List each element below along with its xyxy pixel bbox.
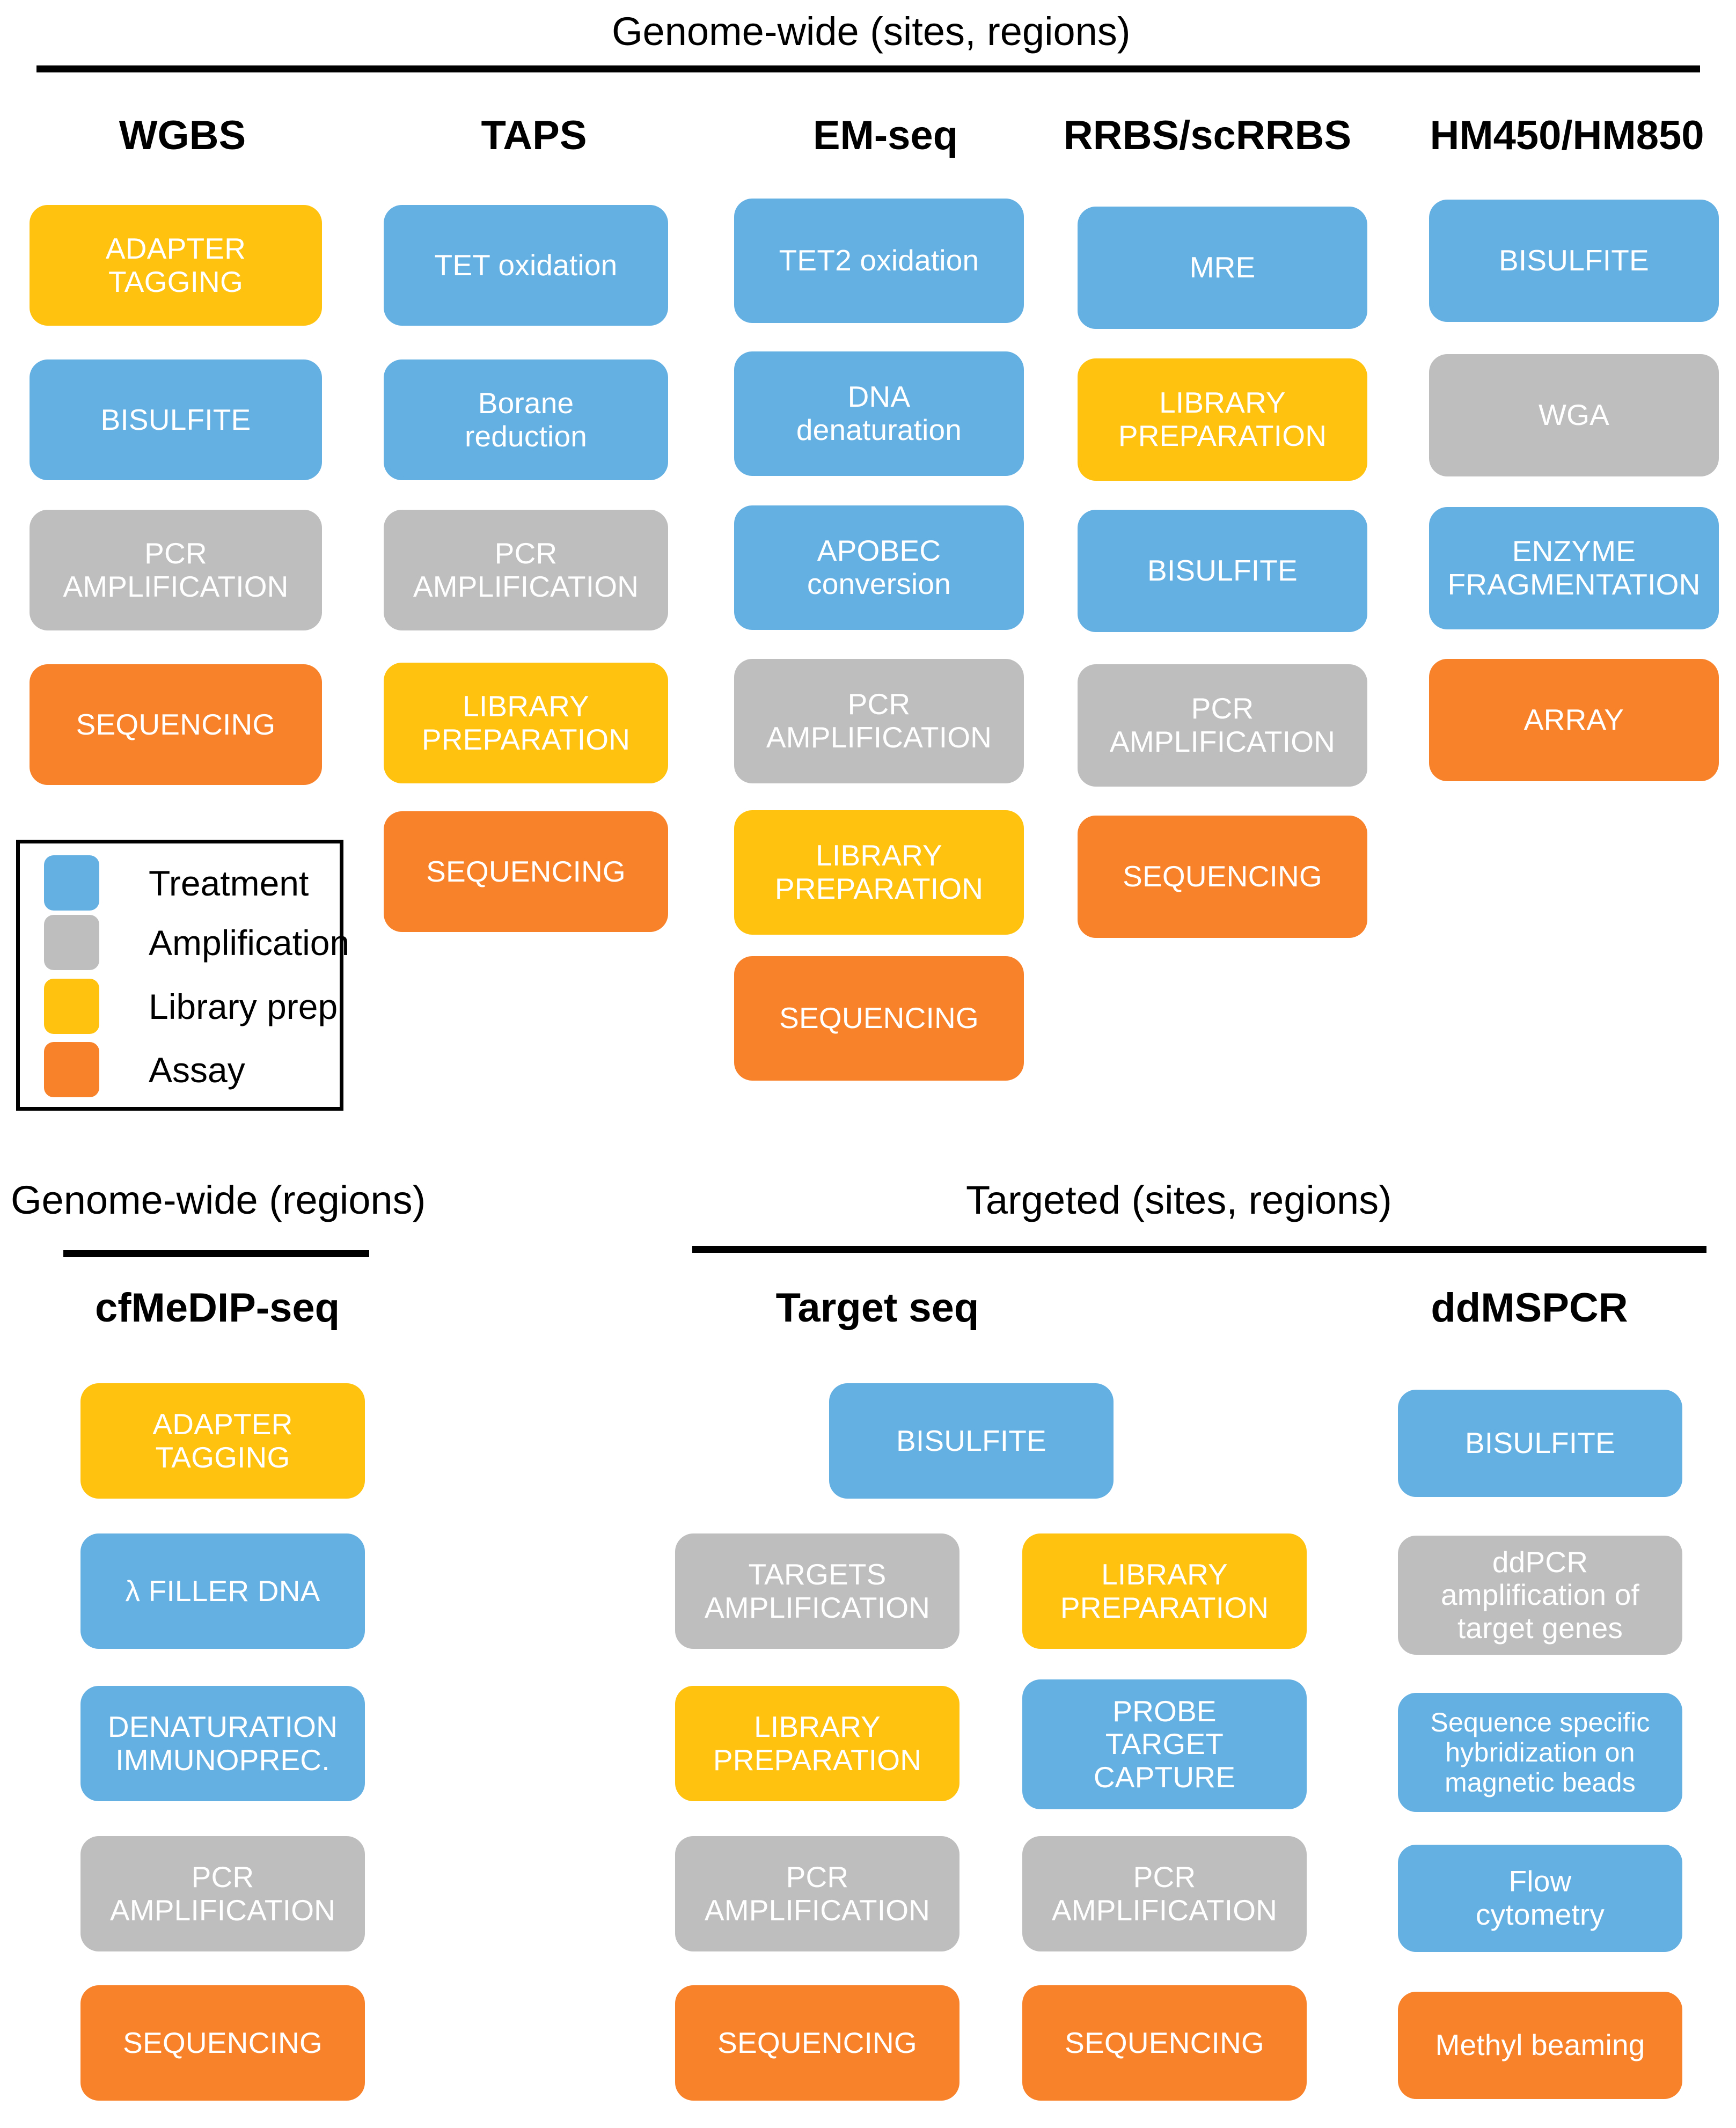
step-box-wgbs-3[interactable]: SEQUENCING (30, 664, 322, 785)
step-box-ddmspcr-4[interactable]: Methyl beaming (1398, 1992, 1682, 2099)
step-box-target-seq-right-3[interactable]: SEQUENCING (1022, 1985, 1307, 2101)
legend-item-library: Library prep (44, 979, 338, 1034)
section-rule-top (36, 65, 1700, 72)
step-box-rrbs-3[interactable]: PCR AMPLIFICATION (1078, 664, 1367, 787)
legend-item-amplification: Amplification (44, 915, 349, 970)
legend-swatch-library (44, 979, 99, 1034)
step-box-hm450-3[interactable]: ARRAY (1429, 659, 1719, 781)
column-title-emseq: EM-seq (812, 113, 958, 158)
step-box-ddmspcr-1[interactable]: ddPCR amplification of target genes (1398, 1536, 1682, 1655)
legend-label-library: Library prep (149, 986, 338, 1026)
step-box-taps-0[interactable]: TET oxidation (384, 205, 668, 326)
step-box-target-seq-left-2[interactable]: PCR AMPLIFICATION (675, 1836, 959, 1951)
step-box-ddmspcr-0[interactable]: BISULFITE (1398, 1390, 1682, 1497)
step-box-cfmedip-4[interactable]: SEQUENCING (80, 1985, 365, 2101)
step-box-cfmedip-2[interactable]: DENATURATION IMMUNOPREC. (80, 1686, 365, 1801)
step-box-target-seq-shared[interactable]: BISULFITE (829, 1383, 1114, 1499)
step-box-wgbs-0[interactable]: ADAPTER TAGGING (30, 205, 322, 326)
column-title-taps: TAPS (481, 113, 587, 158)
step-box-ddmspcr-3[interactable]: Flow cytometry (1398, 1845, 1682, 1952)
step-box-target-seq-left-0[interactable]: TARGETS AMPLIFICATION (675, 1533, 959, 1649)
step-box-rrbs-2[interactable]: BISULFITE (1078, 510, 1367, 632)
legend-swatch-assay (44, 1042, 99, 1097)
legend-item-assay: Assay (44, 1042, 245, 1097)
step-box-target-seq-right-2[interactable]: PCR AMPLIFICATION (1022, 1836, 1307, 1951)
step-box-cfmedip-0[interactable]: ADAPTER TAGGING (80, 1383, 365, 1499)
section-title-genome-wide-regions: Genome-wide (regions) (11, 1178, 426, 1222)
step-box-rrbs-1[interactable]: LIBRARY PREPARATION (1078, 358, 1367, 481)
step-box-taps-2[interactable]: PCR AMPLIFICATION (384, 510, 668, 630)
step-box-emseq-5[interactable]: SEQUENCING (734, 956, 1024, 1081)
legend-item-treatment: Treatment (44, 855, 309, 911)
section-title-genome-wide-sites-regions: Genome-wide (sites, regions) (612, 9, 1131, 54)
step-box-hm450-0[interactable]: BISULFITE (1429, 200, 1719, 322)
section-rule-targeted (692, 1246, 1706, 1253)
step-box-rrbs-4[interactable]: SEQUENCING (1078, 816, 1367, 938)
section-title-targeted: Targeted (sites, regions) (966, 1178, 1392, 1222)
step-box-emseq-4[interactable]: LIBRARY PREPARATION (734, 810, 1024, 935)
legend-label-amplification: Amplification (149, 922, 350, 963)
step-box-emseq-1[interactable]: DNA denaturation (734, 351, 1024, 476)
step-box-ddmspcr-2[interactable]: Sequence specific hybridization on magne… (1398, 1693, 1682, 1812)
legend-swatch-amplification (44, 915, 99, 970)
step-box-cfmedip-1[interactable]: λ FILLER DNA (80, 1533, 365, 1649)
step-box-cfmedip-3[interactable]: PCR AMPLIFICATION (80, 1836, 365, 1951)
step-box-target-seq-left-1[interactable]: LIBRARY PREPARATION (675, 1686, 959, 1801)
step-box-taps-4[interactable]: SEQUENCING (384, 811, 668, 932)
step-box-target-seq-right-0[interactable]: LIBRARY PREPARATION (1022, 1533, 1307, 1649)
column-title-target-seq: Target seq (775, 1285, 979, 1331)
legend: Treatment Amplification Library prep Ass… (16, 840, 349, 1111)
step-box-emseq-2[interactable]: APOBEC conversion (734, 505, 1024, 630)
step-box-taps-1[interactable]: Borane reduction (384, 359, 668, 480)
step-box-target-seq-right-1[interactable]: PROBE TARGET CAPTURE (1022, 1679, 1307, 1809)
section-rule-genome-wide-regions (63, 1250, 369, 1257)
column-title-ddmspcr: ddMSPCR (1431, 1285, 1628, 1331)
column-title-cfmedip: cfMeDIP-seq (94, 1285, 340, 1331)
legend-label-treatment: Treatment (149, 863, 309, 903)
step-box-hm450-1[interactable]: WGA (1429, 354, 1719, 476)
column-title-hm450: HM450/HM850 (1430, 113, 1704, 158)
column-title-wgbs: WGBS (119, 113, 246, 158)
step-box-hm450-2[interactable]: ENZYME FRAGMENTATION (1429, 507, 1719, 629)
step-box-emseq-0[interactable]: TET2 oxidation (734, 199, 1024, 323)
legend-label-assay: Assay (149, 1050, 245, 1090)
legend-swatch-treatment (44, 855, 99, 911)
step-box-wgbs-1[interactable]: BISULFITE (30, 359, 322, 480)
step-box-emseq-3[interactable]: PCR AMPLIFICATION (734, 659, 1024, 783)
step-box-rrbs-0[interactable]: MRE (1078, 207, 1367, 329)
step-box-target-seq-left-3[interactable]: SEQUENCING (675, 1985, 959, 2101)
step-box-wgbs-2[interactable]: PCR AMPLIFICATION (30, 510, 322, 630)
column-title-rrbs: RRBS/scRRBS (1063, 113, 1352, 158)
step-box-taps-3[interactable]: LIBRARY PREPARATION (384, 663, 668, 783)
